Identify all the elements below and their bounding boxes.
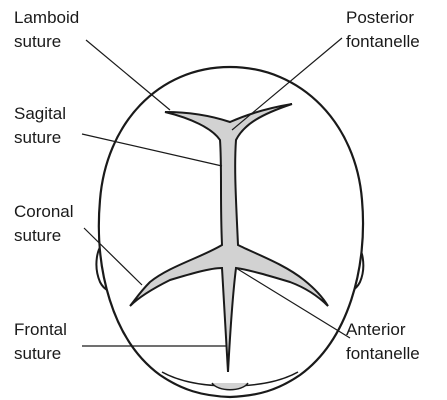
frontal-suture-label: Frontal suture	[14, 318, 67, 366]
posterior-fontanelle-label: Posterior fontanelle	[346, 6, 420, 54]
lamboid-suture-pointer	[86, 40, 170, 110]
sagital-suture-label: Sagital suture	[14, 102, 66, 150]
lamboid-suture-label: Lamboid suture	[14, 6, 79, 54]
coronal-suture-label: Coronal suture	[14, 200, 74, 248]
anterior-fontanelle-label: Anterior fontanelle	[346, 318, 420, 366]
